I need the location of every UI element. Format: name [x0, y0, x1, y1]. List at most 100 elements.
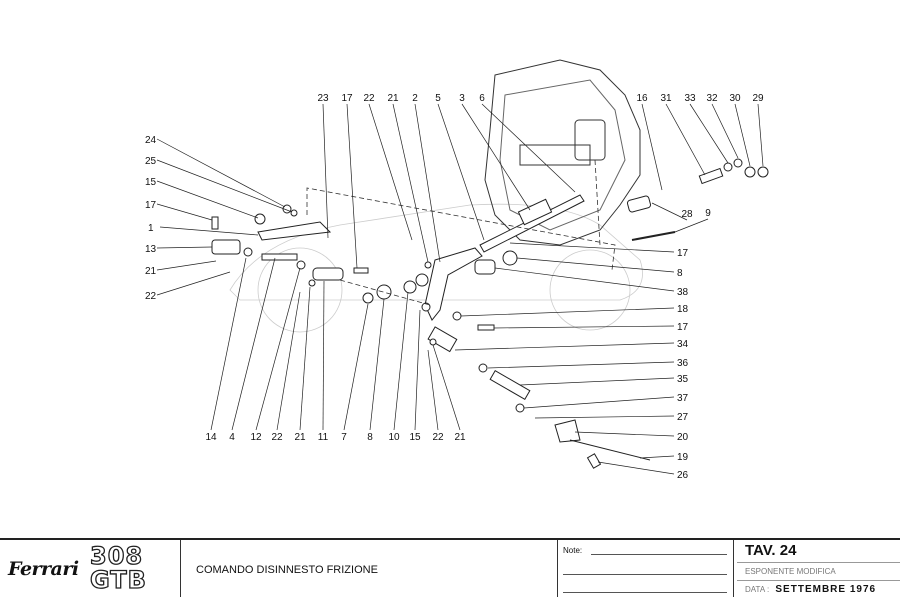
callout-label: 33 — [684, 93, 696, 104]
callout-label: 21 — [454, 432, 466, 443]
leader-line — [757, 103, 764, 167]
leader-line — [156, 203, 213, 221]
leader-line — [519, 377, 675, 386]
callout-label: 21 — [294, 432, 306, 443]
notes-line — [563, 592, 727, 593]
leader-line — [734, 103, 751, 167]
cable-part-19 — [569, 439, 651, 461]
rod-part-5 — [479, 194, 585, 253]
callout-label: 22 — [145, 291, 157, 302]
leader-line — [156, 271, 231, 296]
leader-line — [454, 342, 675, 351]
logo-cell: Ferrari 308 GTB — [0, 540, 181, 597]
callout-label: 5 — [435, 93, 441, 104]
date-value: SETTEMBRE 1976 — [775, 584, 877, 595]
parts-group — [211, 158, 769, 469]
callout-label: 8 — [677, 268, 683, 279]
callout-label: 25 — [145, 156, 157, 167]
date-field: DATA : SETTEMBRE 1976 — [745, 584, 877, 595]
callout-label: 13 — [145, 244, 157, 255]
leader-line — [597, 461, 675, 475]
leader-line — [427, 349, 439, 431]
leader-line — [641, 103, 663, 191]
callout-label: 16 — [636, 93, 648, 104]
callout-label: 37 — [677, 393, 689, 404]
callout-label: 28 — [681, 209, 693, 220]
divider — [737, 580, 900, 581]
lever-part-2 — [424, 247, 483, 321]
callout-label: 34 — [677, 339, 689, 350]
callout-label: 26 — [677, 470, 689, 481]
leader-line — [534, 415, 675, 419]
callout-label: 7 — [341, 432, 347, 443]
leader-line — [639, 455, 675, 459]
table-number: TAV. 24 — [745, 542, 797, 559]
callout-label: 20 — [677, 432, 689, 443]
model-number: 308 — [89, 542, 144, 570]
description-text: COMANDO DISINNESTO FRIZIONE — [196, 564, 378, 576]
ferrari-logo: Ferrari — [8, 558, 79, 580]
pin-part-12 — [261, 253, 298, 261]
callout-label: 15 — [145, 177, 157, 188]
leader-line — [493, 325, 675, 329]
lever-part-1 — [257, 221, 332, 241]
leader-line — [156, 246, 213, 249]
leader-line — [392, 103, 429, 263]
title-block: Ferrari 308 GTB COMANDO DISINNESTO FRIZI… — [0, 538, 900, 597]
fork-part-34 — [427, 326, 458, 353]
callout-label: 6 — [479, 93, 485, 104]
leader-line — [651, 202, 688, 221]
callout-label: 22 — [363, 93, 375, 104]
leader-line — [516, 257, 675, 273]
leader-line — [437, 103, 485, 241]
leader-line — [711, 103, 739, 159]
callout-label: 23 — [317, 93, 329, 104]
callout-label: 18 — [677, 304, 689, 315]
callout-label: 24 — [145, 135, 157, 146]
callout-label: 17 — [341, 93, 353, 104]
bracket-part-20 — [554, 419, 581, 443]
callout-label: 14 — [205, 432, 217, 443]
callout-label: 17 — [677, 322, 689, 333]
callout-label: 9 — [705, 208, 711, 219]
leader-line — [231, 257, 276, 431]
date-label: DATA — [745, 585, 765, 594]
leader-line — [156, 180, 259, 219]
fork-part-11 — [312, 267, 344, 281]
description-cell: COMANDO DISINNESTO FRIZIONE — [180, 540, 558, 597]
bearing-part-10b — [415, 273, 429, 287]
callout-label: 21 — [387, 93, 399, 104]
divider — [737, 562, 900, 563]
leader-line — [414, 309, 421, 431]
notes-line — [591, 554, 727, 555]
clutch-bell-housing — [484, 59, 641, 246]
callout-label: 8 — [367, 432, 373, 443]
callout-label: 22 — [432, 432, 444, 443]
leader-line — [156, 159, 293, 213]
model-logo: 308 GTB — [89, 542, 147, 594]
washer-part-8b — [376, 284, 392, 300]
table-cell: TAV. 24 ESPONENTE MODIFICA DATA : SETTEM… — [733, 540, 900, 597]
callout-label: 17 — [145, 200, 157, 211]
callout-leader-lines — [156, 103, 764, 475]
model-name: GTB — [89, 566, 147, 594]
leader-line — [210, 257, 247, 431]
callout-label: 3 — [459, 93, 465, 104]
callout-label: 12 — [250, 432, 262, 443]
washer-part-8 — [502, 250, 518, 266]
leader-line — [299, 286, 311, 431]
callout-label: 31 — [660, 93, 672, 104]
assembly-dashed-lines — [306, 159, 616, 306]
callout-label: 2 — [412, 93, 418, 104]
leader-line — [414, 103, 441, 263]
callout-label: 1 — [148, 223, 154, 234]
leader-line — [461, 103, 531, 211]
leader-line — [574, 431, 675, 437]
callout-label: 10 — [388, 432, 400, 443]
callout-label: 21 — [145, 266, 157, 277]
callout-label: 30 — [729, 93, 741, 104]
leader-line — [343, 303, 369, 431]
spring-part-3 — [517, 198, 553, 226]
